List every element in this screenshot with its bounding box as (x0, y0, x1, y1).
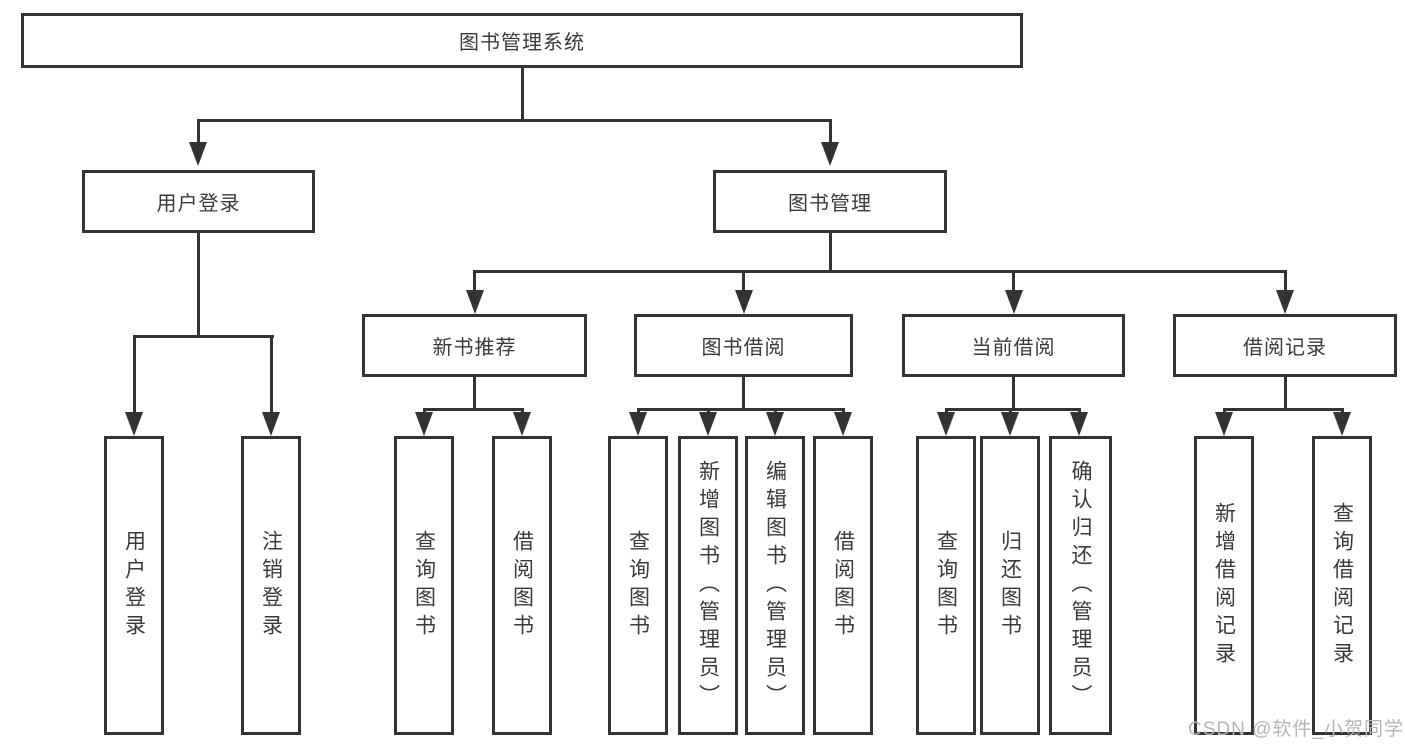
node-borrow-records: 借阅记录 (1173, 314, 1397, 377)
node-book-management-label: 图书管理 (788, 193, 872, 215)
connector-line (742, 377, 745, 408)
connector-line (828, 233, 832, 270)
node-root-label: 图书管理系统 (459, 32, 585, 54)
connector-line (196, 119, 200, 144)
leaf-borrow-books-1: 借阅图书 (492, 436, 552, 735)
arrow-down-icon (1215, 412, 1233, 436)
arrow-down-icon (699, 412, 717, 436)
leaf-logout-login: 注销登录 (241, 436, 301, 735)
connector-line (636, 408, 640, 414)
arrow-down-icon (465, 290, 484, 314)
connector-line (132, 335, 136, 413)
node-book-management: 图书管理 (713, 170, 947, 233)
leaf-user-login: 用户登录 (104, 436, 164, 735)
watermark: CSDN @软件_小贺同学 (1188, 719, 1404, 740)
connector-line (1222, 408, 1226, 414)
connector-line (1222, 408, 1344, 411)
connector-line (473, 270, 476, 292)
node-borrow-records-label: 借阅记录 (1243, 337, 1327, 359)
node-root: 图书管理系统 (21, 13, 1023, 68)
arrow-down-icon (1070, 412, 1088, 436)
arrow-down-icon (415, 412, 433, 436)
arrow-down-icon (834, 412, 852, 436)
leaf-add-borrow-record-label: 新增借阅记录 (1212, 501, 1236, 670)
leaf-borrow-books-1-label: 借阅图书 (510, 529, 534, 642)
arrow-down-icon (1333, 412, 1351, 436)
node-current-borrow-label: 当前借阅 (971, 337, 1056, 359)
node-new-book-recommend: 新书推荐 (362, 314, 587, 377)
connector-line (944, 408, 1081, 411)
arrow-down-icon (821, 142, 839, 166)
leaf-borrow-books-2: 借阅图书 (813, 436, 873, 735)
arrow-down-icon (262, 412, 280, 436)
connector-line (1077, 408, 1081, 414)
leaf-query-books-2-label: 查询图书 (626, 529, 650, 642)
connector-line (1012, 377, 1015, 408)
connector-line (422, 408, 426, 414)
connector-line (828, 119, 832, 144)
node-book-borrow: 图书借阅 (634, 314, 853, 377)
leaf-add-borrow-record: 新增借阅记录 (1194, 436, 1254, 735)
node-new-book-recommend-label: 新书推荐 (432, 337, 517, 359)
leaf-return-book: 归还图书 (980, 436, 1040, 735)
leaf-edit-book-admin: 编辑图书（管理员） (745, 436, 805, 735)
connector-line (132, 335, 274, 338)
leaf-query-borrow-record: 查询借阅记录 (1312, 436, 1372, 735)
connector-line (1283, 270, 1287, 292)
connector-line (269, 335, 273, 413)
leaf-edit-book-admin-label: 编辑图书（管理员） (763, 459, 787, 712)
leaf-logout-login-label: 注销登录 (259, 529, 283, 642)
leaf-confirm-return-admin-label: 确认归还（管理员） (1069, 459, 1092, 712)
leaf-add-book-admin: 新增图书（管理员） (678, 436, 738, 735)
leaf-query-books-2: 查询图书 (608, 436, 668, 735)
leaf-query-books-3-label: 查询图书 (934, 529, 958, 642)
leaf-query-borrow-record-label: 查询借阅记录 (1330, 501, 1354, 670)
leaf-user-login-label: 用户登录 (122, 529, 146, 642)
arrow-down-icon (513, 412, 531, 436)
leaf-query-books-1-label: 查询图书 (412, 529, 436, 642)
connector-line (636, 408, 845, 411)
connector-line (773, 408, 777, 414)
arrow-down-icon (734, 290, 753, 314)
arrow-down-icon (1001, 412, 1019, 436)
arrow-down-icon (937, 412, 955, 436)
connector-line (742, 270, 745, 292)
leaf-borrow-books-2-label: 借阅图书 (831, 529, 855, 642)
arrow-down-icon (1276, 290, 1294, 314)
node-user-login: 用户登录 (82, 170, 315, 233)
arrow-down-icon (766, 412, 784, 436)
connector-line (520, 408, 524, 414)
node-user-login-label: 用户登录 (156, 193, 241, 215)
arrow-down-icon (125, 412, 143, 436)
arrow-down-icon (629, 412, 647, 436)
connector-line (841, 408, 845, 414)
node-book-borrow-label: 图书借阅 (701, 337, 786, 359)
leaf-confirm-return-admin: 确认归还（管理员） (1049, 436, 1112, 735)
arrow-down-icon (189, 142, 207, 166)
leaf-query-books-1: 查询图书 (394, 436, 454, 735)
leaf-return-book-label: 归还图书 (998, 529, 1022, 642)
leaf-query-books-3: 查询图书 (916, 436, 976, 735)
connector-line (1283, 377, 1287, 408)
connector-line (944, 408, 948, 414)
connector-line (422, 408, 524, 411)
connector-line (1008, 408, 1012, 414)
arrow-down-icon (1004, 290, 1023, 314)
connector-line (196, 119, 832, 122)
connector-line (473, 377, 476, 408)
connector-line (1340, 408, 1344, 414)
connector-line (196, 233, 200, 335)
connector-line (706, 408, 710, 414)
connector-line (473, 270, 1286, 273)
connector-line (1012, 270, 1015, 292)
node-current-borrow: 当前借阅 (902, 314, 1125, 377)
connector-line (520, 68, 524, 119)
leaf-add-book-admin-label: 新增图书（管理员） (696, 459, 720, 712)
